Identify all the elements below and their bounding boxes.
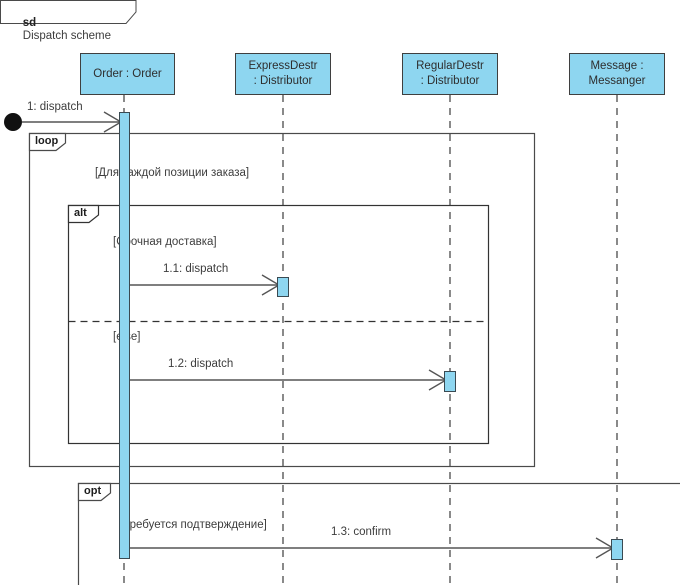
lifeline-label-line1: ExpressDestr (248, 60, 318, 73)
message-label-1-3: 1.3: confirm (331, 526, 392, 538)
lifeline-head-regular-destr[interactable]: RegularDestr : Distributor (402, 53, 498, 95)
message-label-1-2: 1.2: dispatch (168, 358, 234, 370)
frame-title: sd Dispatch scheme (10, 4, 111, 57)
lifeline-head-express-destr[interactable]: ExpressDestr : Distributor (235, 53, 331, 95)
activation-express-destr[interactable] (277, 277, 289, 297)
lifeline-head-order[interactable]: Order : Order (80, 53, 175, 95)
lifeline-label-line1: Message : (590, 60, 644, 73)
fragment-operator-opt: opt (84, 485, 102, 497)
lifeline-label-line2: : Distributor (420, 75, 480, 87)
activation-messanger[interactable] (611, 539, 623, 560)
fragment-operator-alt: alt (74, 207, 87, 219)
fragment-box-opt (77, 482, 680, 585)
fragment-box-loop (28, 132, 536, 468)
lifeline-label-line2: Messanger (588, 75, 646, 87)
fragment-tag-shape-opt (77, 482, 112, 502)
lifeline-label-line2: : Distributor (253, 75, 313, 87)
frame-title-text: Dispatch scheme (22, 30, 111, 43)
lifeline-head-messanger[interactable]: Message : Messanger (569, 53, 665, 95)
activation-regular-destr[interactable] (444, 371, 456, 392)
fragment-tag-shape-loop (28, 132, 67, 152)
fragment-operator-loop: loop (35, 135, 59, 147)
guard-opt: [Требуется подтверждение] (120, 519, 267, 531)
fragment-box-alt (67, 204, 490, 445)
message-label-1: 1: dispatch (27, 101, 83, 113)
guard-loop: [Для каждой позиции заказа] (95, 167, 250, 179)
lifeline-label-line1: RegularDestr (416, 60, 484, 73)
message-label-1-1: 1.1: dispatch (163, 263, 229, 275)
activation-order[interactable] (119, 112, 130, 559)
fragment-tag-shape-alt (67, 204, 100, 224)
found-message-start-dot (4, 113, 22, 131)
lifeline-label-line1: Order : Order (93, 67, 162, 80)
frame-kind-keyword: sd (22, 17, 37, 30)
